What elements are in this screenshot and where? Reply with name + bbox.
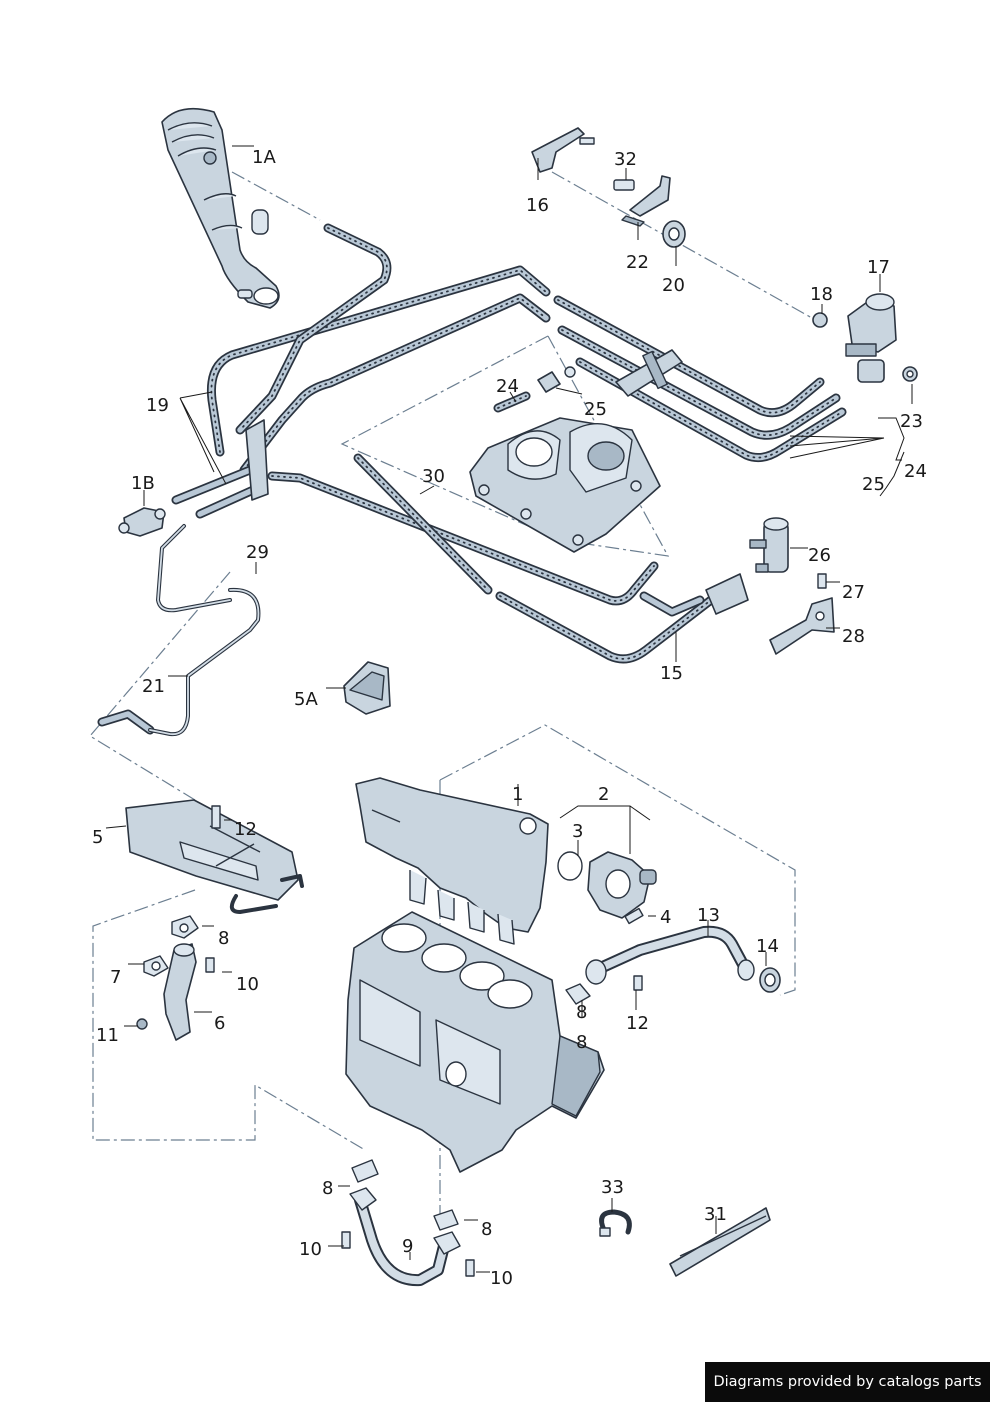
- callout-10-left: 10: [236, 974, 259, 995]
- egr-tube: [565, 925, 781, 1005]
- callout-8-lower-left: 8: [322, 1178, 333, 1199]
- callout-20: 20: [662, 275, 685, 296]
- callout-33: 33: [601, 1177, 624, 1198]
- callout-25-upper: 25: [584, 399, 607, 420]
- solenoid-valve: [812, 293, 918, 383]
- callout-8-middle: 8: [576, 1002, 587, 1023]
- callout-21: 21: [142, 676, 165, 697]
- egr-cooler: [125, 799, 304, 914]
- callout-8-block: 8: [576, 1032, 587, 1053]
- vacuum-hoses: [97, 223, 847, 735]
- callout-19: 19: [146, 395, 169, 416]
- callout-28: 28: [842, 626, 865, 647]
- callout-23: 23: [900, 411, 923, 432]
- callout-29: 29: [246, 542, 269, 563]
- mounting-bracket-5A: [343, 661, 391, 715]
- callout-1: 1: [512, 784, 523, 805]
- callout-1B: 1B: [131, 473, 155, 494]
- callout-5: 5: [92, 827, 103, 848]
- throttle-housing: [557, 851, 657, 925]
- callout-31: 31: [704, 1204, 727, 1225]
- callout-11: 11: [96, 1025, 119, 1046]
- callout-9: 9: [402, 1236, 413, 1257]
- callout-24-upper: 24: [496, 376, 519, 397]
- engine-block: [345, 911, 605, 1173]
- callout-3: 3: [572, 821, 583, 842]
- callout-24-right: 24: [904, 461, 927, 482]
- cylinder-head-cover: [469, 417, 661, 553]
- clamps: [599, 1207, 771, 1277]
- callout-30: 30: [422, 466, 445, 487]
- callout-15: 15: [660, 663, 683, 684]
- intake-manifold: [355, 777, 549, 945]
- small-valves: [118, 366, 576, 537]
- callout-25-right: 25: [862, 474, 885, 495]
- egr-pipe-and-gaskets: [136, 915, 215, 1041]
- callout-10-lower-left: 10: [299, 1239, 322, 1260]
- callout-7: 7: [110, 967, 121, 988]
- callout-8-lower-right: 8: [481, 1219, 492, 1240]
- thin-lines: [148, 524, 261, 737]
- callout-12-left: 12: [234, 819, 257, 840]
- callout-12-right: 12: [626, 1013, 649, 1034]
- callout-17: 17: [867, 257, 890, 278]
- callout-6: 6: [214, 1013, 225, 1034]
- vacuum-reservoir-and-bracket: [749, 517, 835, 655]
- callout-4: 4: [660, 907, 671, 928]
- hose-clips: [245, 349, 749, 615]
- callout-5A: 5A: [294, 689, 318, 710]
- callout-22: 22: [626, 252, 649, 273]
- callout-18: 18: [810, 284, 833, 305]
- reference-lines: [89, 171, 813, 1225]
- callout-labels: 1A 32 16 22 20 17 18 23 19 24 25 24 25 1…: [92, 147, 927, 1289]
- callout-1A: 1A: [252, 147, 276, 168]
- callout-8-left: 8: [218, 928, 229, 949]
- callout-10-lower-right: 10: [490, 1268, 513, 1289]
- callout-2: 2: [598, 784, 609, 805]
- exhaust-pipe-9: [341, 1159, 475, 1287]
- callout-16: 16: [526, 195, 549, 216]
- callout-27: 27: [842, 582, 865, 603]
- callout-13: 13: [697, 905, 720, 926]
- callout-26: 26: [808, 545, 831, 566]
- callout-14: 14: [756, 936, 779, 957]
- attribution-banner: Diagrams provided by catalogs parts: [705, 1362, 990, 1402]
- air-intake-hose: [161, 107, 280, 309]
- callout-32: 32: [614, 149, 637, 170]
- attribution-text: Diagrams provided by catalogs parts: [713, 1374, 982, 1390]
- leader-lines: [105, 145, 913, 1273]
- upper-bracket-parts: [531, 127, 686, 248]
